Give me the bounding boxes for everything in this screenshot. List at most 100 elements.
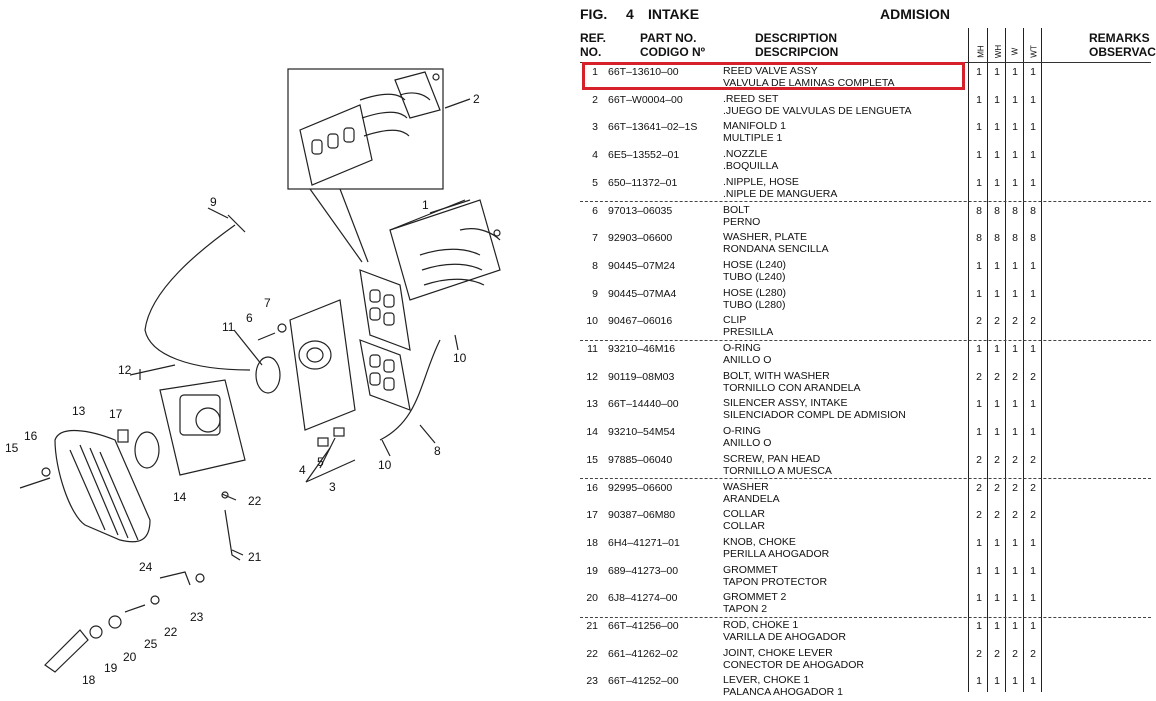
bolt-6 (257, 332, 276, 341)
header-ref-1: REF. (580, 31, 607, 45)
ref-number: 7 (592, 232, 598, 245)
quantity-cell: 2 (994, 481, 1000, 494)
quantity-cell: 8 (994, 232, 1000, 245)
description-es: MULTIPLE 1 (723, 132, 783, 145)
callout-24: 24 (139, 560, 153, 574)
callout-19: 19 (104, 661, 118, 675)
quantity-cell: 1 (1012, 93, 1018, 106)
quantity-cell: 1 (1030, 564, 1036, 577)
callout-11: 11 (222, 320, 235, 334)
quantity-cell: 1 (994, 398, 1000, 411)
choke-lever-23 (159, 571, 191, 586)
quantity-cell: 1 (976, 620, 982, 632)
quantity-cell: 1 (1030, 343, 1036, 355)
reed-set-inset-box (287, 68, 444, 190)
quantity-cell: 1 (994, 564, 1000, 577)
callout-5: 5 (317, 455, 324, 469)
description-es: PRESILLA (723, 326, 774, 339)
quantity-cell: 1 (1030, 398, 1036, 411)
part-number: 90445–07MA4 (608, 287, 677, 300)
ref-number: 21 (586, 620, 598, 632)
ref-number: 11 (587, 343, 598, 355)
callout-13: 13 (72, 404, 86, 418)
quantity-cell: 1 (1030, 620, 1036, 632)
callout-8: 8 (434, 444, 441, 458)
quantity-cell: 1 (1030, 93, 1036, 106)
header-part-2: CODIGO Nº (640, 45, 706, 59)
ref-number: 6 (592, 204, 598, 217)
part-number: 92995–06600 (608, 481, 673, 494)
manifold-plates (289, 269, 411, 431)
ref-number: 12 (586, 370, 598, 383)
part-number: 6H4–41271–01 (608, 536, 680, 549)
description-en: GROMMET (723, 563, 778, 576)
description-es: RONDANA SENCILLA (723, 243, 829, 256)
quantity-cell: 1 (994, 343, 1000, 355)
quantity-cell: 1 (1030, 66, 1036, 78)
quantity-cell: 2 (976, 509, 982, 522)
quantity-cell: 2 (1012, 370, 1018, 383)
quantity-cell: 8 (994, 204, 1000, 217)
quantity-cell: 2 (976, 370, 982, 383)
ref-number: 10 (586, 315, 598, 328)
callout-12: 12 (118, 363, 132, 377)
description-en: SILENCER ASSY, INTAKE (723, 397, 848, 410)
callout-3: 3 (329, 480, 336, 494)
ref-number: 2 (592, 93, 598, 106)
description-en: ROD, CHOKE 1 (723, 619, 799, 631)
choke-rod-21 (224, 509, 241, 561)
quantity-cell: 1 (976, 564, 982, 577)
group-separator (580, 617, 1151, 618)
quantity-cell: 1 (994, 620, 1000, 632)
part-number: 66T–14440–00 (608, 398, 679, 411)
callout-25: 25 (144, 637, 158, 651)
column-divider (987, 28, 988, 692)
description-es: VARILLA DE AHOGADOR (723, 631, 846, 643)
header-ref-2: NO. (580, 45, 602, 59)
description-es: ANILLO O (723, 354, 772, 366)
quantity-cell: 2 (1030, 453, 1036, 466)
quantity-cell: 1 (976, 343, 982, 355)
description-es: .JUEGO DE VALVULAS DE LENGUETA (723, 104, 912, 117)
description-es: TAPON 2 (723, 603, 768, 616)
reed-plates-inset (299, 71, 441, 186)
quantity-cell: 2 (1012, 481, 1018, 494)
description-es: .NIPLE DE MANGUERA (723, 187, 838, 200)
description-es: TORNILLO A MUESCA (723, 464, 832, 477)
intake-exploded-view: 1 2 3 4 5 6 7 8 9 10 10 11 12 13 14 15 1… (5, 68, 501, 687)
quantity-cell: 1 (1030, 675, 1036, 688)
description-es: PALANCA AHOGADOR 1 (723, 686, 844, 699)
quantity-cell: 8 (1030, 232, 1036, 245)
callout-9: 9 (210, 195, 217, 209)
ref-number: 3 (592, 121, 598, 134)
part-number: 6E5–13552–01 (608, 149, 680, 162)
callout-10b: 10 (378, 458, 392, 472)
quantity-cell: 2 (1012, 315, 1018, 328)
fig-title-es: ADMISION (880, 6, 950, 22)
part-number: 66T–13610–00 (608, 66, 679, 78)
quantity-cell: 2 (1030, 481, 1036, 494)
